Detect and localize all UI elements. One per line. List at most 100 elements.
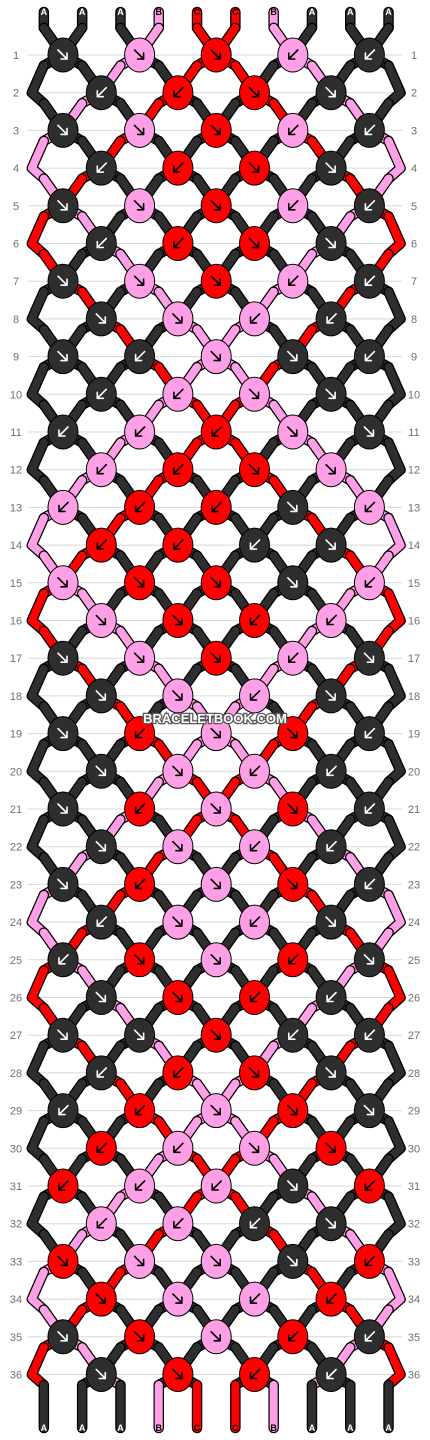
row-number-right: 18 xyxy=(408,691,420,703)
knot xyxy=(47,188,79,224)
knot-direction-arrow-icon xyxy=(133,1331,145,1342)
knot-direction-arrow-icon xyxy=(210,727,221,739)
knot xyxy=(47,112,79,148)
knot xyxy=(353,1243,385,1279)
knot-direction-arrow-icon xyxy=(57,1029,68,1040)
knot xyxy=(124,791,156,827)
knot-direction-arrow-icon xyxy=(173,539,184,550)
knot xyxy=(277,716,309,752)
knot-direction-arrow-icon xyxy=(173,1142,184,1154)
knot-direction-arrow-icon xyxy=(134,803,146,814)
strand-segment xyxy=(27,136,48,183)
strand-segment xyxy=(384,966,405,1013)
knot-direction-arrow-icon xyxy=(326,1293,337,1304)
row-number-right: 35 xyxy=(408,1332,420,1344)
knot-direction-arrow-icon xyxy=(173,86,184,98)
row-number-left: 15 xyxy=(10,578,22,590)
knot-direction-arrow-icon xyxy=(57,350,68,362)
knot-direction-arrow-icon xyxy=(286,803,298,814)
knot xyxy=(200,640,232,676)
knot xyxy=(277,188,309,224)
knot-direction-arrow-icon xyxy=(210,652,221,664)
knot xyxy=(162,376,194,412)
knot-direction-arrow-icon xyxy=(96,86,108,98)
knot-direction-arrow-icon xyxy=(364,727,376,739)
knot xyxy=(162,301,194,337)
knot xyxy=(353,1017,385,1053)
knot xyxy=(124,942,156,978)
row-number-left: 19 xyxy=(10,729,22,741)
strand-segment xyxy=(27,1267,48,1314)
knot-direction-arrow-icon xyxy=(249,313,261,324)
knot xyxy=(277,339,309,375)
knot-direction-arrow-icon xyxy=(210,953,221,965)
knot xyxy=(47,942,79,978)
knot-direction-arrow-icon xyxy=(96,162,108,173)
knot-direction-arrow-icon xyxy=(287,275,299,287)
knot-direction-arrow-icon xyxy=(363,426,375,437)
knot xyxy=(315,75,347,111)
knot xyxy=(239,980,270,1015)
strand-segment xyxy=(27,664,48,711)
row-number-right: 31 xyxy=(408,1181,420,1193)
knot xyxy=(239,75,270,111)
row-number-left: 20 xyxy=(10,766,22,778)
strand-label-bottom: C xyxy=(232,1423,239,1433)
knot xyxy=(47,1017,79,1053)
strand-segment xyxy=(27,1192,48,1239)
knot-direction-arrow-icon xyxy=(326,840,337,852)
knot xyxy=(315,980,347,1015)
knot-direction-arrow-icon xyxy=(287,652,299,664)
row-number-left: 16 xyxy=(10,616,22,628)
row-number-left: 8 xyxy=(13,314,19,326)
knot xyxy=(162,226,194,261)
row-number-left: 23 xyxy=(10,879,22,891)
knot xyxy=(200,489,232,525)
knot-direction-arrow-icon xyxy=(287,124,299,136)
knot xyxy=(85,376,117,412)
knot xyxy=(353,716,385,752)
knot xyxy=(200,1017,232,1053)
knot-direction-arrow-icon xyxy=(210,1104,221,1116)
knot xyxy=(124,37,156,73)
knot-direction-arrow-icon xyxy=(249,1368,261,1380)
knot-direction-arrow-icon xyxy=(249,539,261,550)
knot xyxy=(239,829,270,865)
knot xyxy=(85,753,117,789)
knot-direction-arrow-icon xyxy=(210,200,221,211)
strand-label-top: A xyxy=(41,7,48,17)
knot xyxy=(353,37,385,73)
knot xyxy=(353,339,385,375)
strand-label-bottom: A xyxy=(309,1423,316,1433)
knot xyxy=(315,1281,347,1317)
strand-segment xyxy=(384,1267,405,1314)
knot xyxy=(277,1243,309,1279)
row-number-right: 23 xyxy=(408,879,420,891)
row-number-left: 2 xyxy=(13,88,19,100)
row-number-left: 18 xyxy=(10,691,22,703)
row-number-left: 6 xyxy=(13,239,19,251)
knot xyxy=(239,1357,270,1392)
knot-direction-arrow-icon xyxy=(57,652,68,664)
knot-direction-arrow-icon xyxy=(57,878,68,890)
knot xyxy=(353,1319,385,1355)
knot xyxy=(47,1093,79,1129)
knot xyxy=(239,904,270,940)
knot-direction-arrow-icon xyxy=(210,1331,221,1342)
knot xyxy=(239,1206,270,1242)
row-number-left: 7 xyxy=(13,276,19,288)
knot xyxy=(315,301,347,337)
row-number-left: 9 xyxy=(13,352,19,364)
knot-direction-arrow-icon xyxy=(133,124,145,136)
knot xyxy=(353,640,385,676)
strand-label-top: C xyxy=(194,7,201,17)
strand-label-top: B xyxy=(156,7,163,17)
knot xyxy=(162,904,194,940)
knot xyxy=(277,640,309,676)
knot-direction-arrow-icon xyxy=(364,878,376,890)
knot-direction-arrow-icon xyxy=(134,1104,146,1116)
knot xyxy=(162,75,194,111)
knot-direction-arrow-icon xyxy=(133,49,145,60)
row-number-left: 22 xyxy=(10,842,22,854)
row-number-left: 1 xyxy=(13,50,19,62)
